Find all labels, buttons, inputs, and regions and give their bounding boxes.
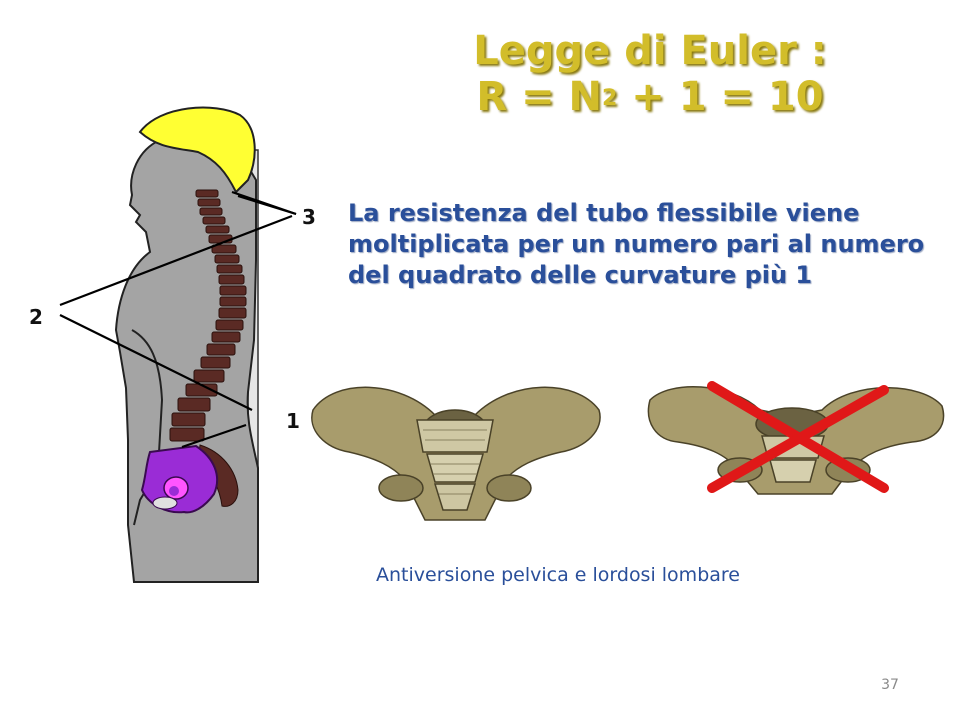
spine <box>169 189 247 507</box>
title-line-1: Legge di Euler : <box>473 28 827 74</box>
label-2: 2 <box>29 305 43 329</box>
pointer-lines <box>59 190 297 449</box>
spine-figure <box>59 106 297 583</box>
pelvis-image-correct <box>311 386 601 521</box>
title-line-2: R = N2 + 1 = 10 <box>476 74 824 120</box>
slide-title: Legge di Euler : R = N2 + 1 = 10 <box>440 28 860 120</box>
description-text: La resistenza del tubo flessibile viene … <box>348 199 925 289</box>
label-3: 3 <box>302 205 316 229</box>
pelvis-image-wrong <box>647 381 945 495</box>
cross-mark <box>707 381 889 493</box>
hair <box>138 106 256 194</box>
page-number: 37 <box>881 677 899 693</box>
image-caption: Antiversione pelvica e lordosi lombare <box>376 564 740 586</box>
label-1: 1 <box>286 409 300 433</box>
body-silhouette <box>114 138 259 583</box>
pelvis-highlight <box>140 444 219 514</box>
